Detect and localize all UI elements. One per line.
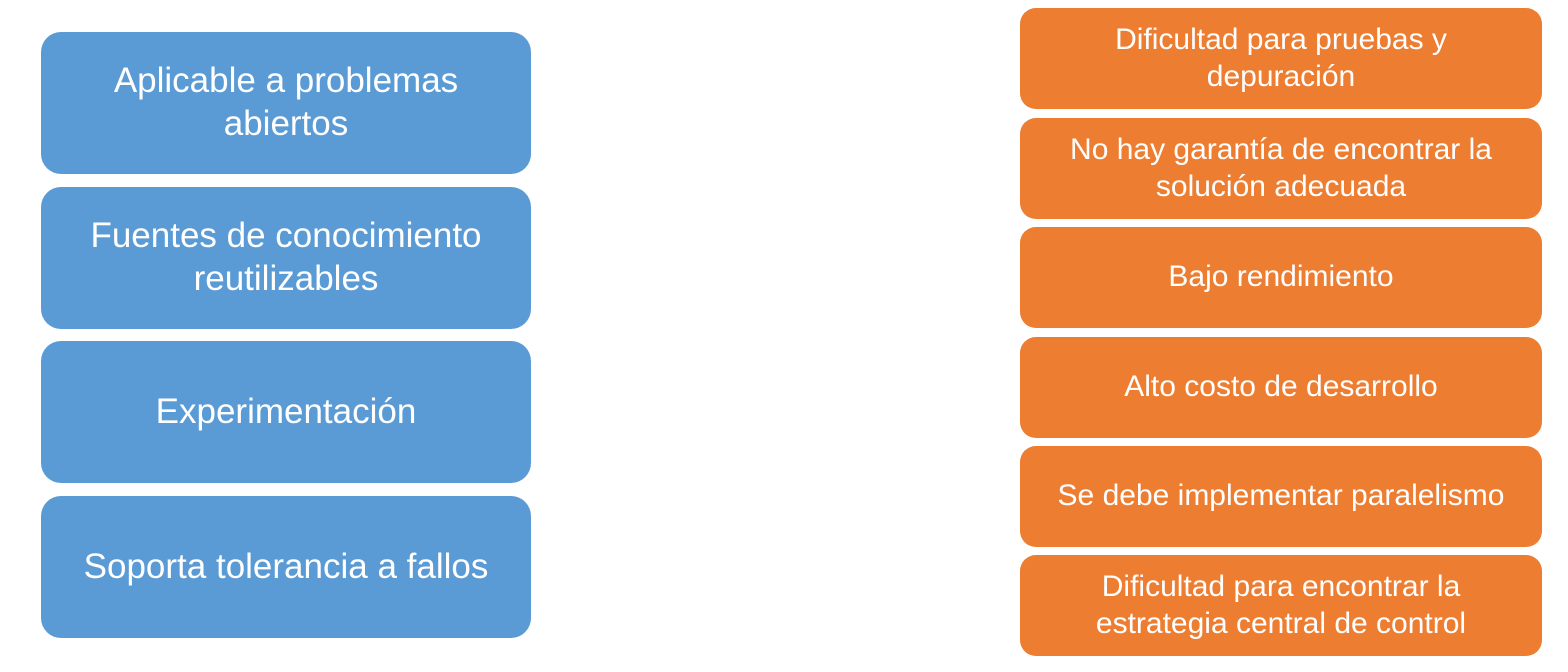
left-box-4: Soporta tolerancia a fallos <box>41 496 531 638</box>
right-box-6: Dificultad para encontrar la estrategia … <box>1020 555 1542 656</box>
right-box-4-label: Alto costo de desarrollo <box>1124 370 1438 404</box>
left-box-2-label: Fuentes de conocimiento reutilizables <box>90 216 482 298</box>
left-box-1-label: Aplicable a problemas abiertos <box>113 61 459 143</box>
left-box-3: Experimentación <box>41 341 531 483</box>
right-box-1: Dificultad para pruebas y depuración <box>1020 8 1542 109</box>
left-box-1: Aplicable a problemas abiertos <box>41 32 531 174</box>
right-box-6-label: Dificultad para encontrar la estrategia … <box>1095 569 1467 640</box>
left-box-4-label: Soporta tolerancia a fallos <box>83 546 489 586</box>
left-box-2: Fuentes de conocimiento reutilizables <box>41 187 531 329</box>
right-box-4: Alto costo de desarrollo <box>1020 337 1542 438</box>
right-box-2-label: No hay garantía de encontrar la solución… <box>1070 132 1492 203</box>
right-box-5: Se debe implementar paralelismo <box>1020 446 1542 547</box>
right-box-5-label: Se debe implementar paralelismo <box>1057 479 1505 513</box>
right-box-1-label: Dificultad para pruebas y depuración <box>1115 22 1447 93</box>
left-box-3-label: Experimentación <box>155 391 417 431</box>
right-box-3-label: Bajo rendimiento <box>1168 260 1394 294</box>
right-box-3: Bajo rendimiento <box>1020 227 1542 328</box>
right-box-2: No hay garantía de encontrar la solución… <box>1020 118 1542 219</box>
